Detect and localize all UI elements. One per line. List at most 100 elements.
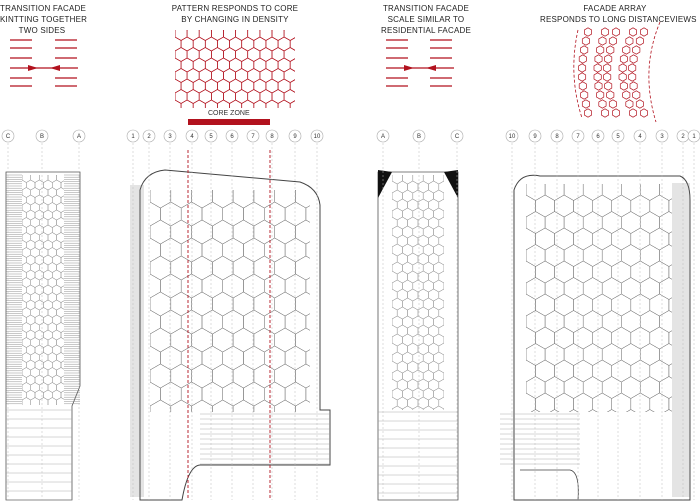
array-hex <box>619 81 628 91</box>
array-hex <box>625 36 634 46</box>
grid-label: C <box>455 134 460 140</box>
array-hex <box>604 54 613 64</box>
array-curve <box>648 21 661 123</box>
elevation-transition-right <box>377 170 459 501</box>
grid-label: 3 <box>168 134 172 140</box>
grid-bubble: 1 <box>687 129 700 143</box>
core-zone-label: CORE ZONE <box>208 110 250 117</box>
hex-pattern-transition <box>392 175 444 410</box>
array-hex <box>594 81 603 91</box>
grid-bubble-circle <box>505 129 519 143</box>
caption-line: TWO SIDES <box>18 26 66 35</box>
grid-label: 7 <box>576 134 580 140</box>
grid-label: 6 <box>596 134 600 140</box>
grid-label: 5 <box>209 134 213 140</box>
grid-bubble-circle <box>687 129 700 143</box>
array-hex <box>584 27 592 37</box>
arrow-left-icon <box>426 65 436 71</box>
slat-band-edge <box>672 183 690 497</box>
array-hex <box>601 108 609 118</box>
array-hex <box>580 45 589 55</box>
grid-bubble: 1 <box>126 129 140 143</box>
array-hex <box>629 54 638 64</box>
caption-line: KINTTING TOGETHER <box>0 15 88 24</box>
grid-bubble: 8 <box>265 129 279 143</box>
array-hex <box>593 72 602 82</box>
base-floors <box>6 409 72 501</box>
arrow-right-icon <box>404 65 414 71</box>
podium-curve <box>520 469 579 501</box>
core-zone-bar <box>188 119 270 125</box>
array-hex <box>581 36 590 46</box>
base-floors <box>378 411 458 494</box>
grid-bubble-circle <box>1 129 15 143</box>
hex-pattern-core <box>150 190 310 412</box>
slat-band-edge <box>130 185 144 497</box>
elevation-transition-left <box>5 171 81 501</box>
slat-band-right <box>64 174 80 404</box>
podium-lines <box>500 413 580 465</box>
grid-label: 2 <box>147 134 151 140</box>
array-hex <box>629 108 637 118</box>
grid-label: 10 <box>314 134 321 140</box>
hex-pattern-red <box>175 30 295 108</box>
grid-label: 4 <box>638 134 642 140</box>
grid-label: 3 <box>660 134 664 140</box>
grid-label: A <box>77 134 81 140</box>
arrow-right-icon <box>28 65 38 71</box>
hex-pattern-array <box>526 184 672 412</box>
caption-line: RESPONDS TO LONG DISTANCEVIEWS <box>540 15 697 24</box>
hex-pattern-narrow <box>22 175 64 405</box>
grid-bubble: 4 <box>633 129 647 143</box>
grid-bubble: 5 <box>611 129 625 143</box>
array-hex <box>619 54 628 64</box>
array-curve <box>573 29 583 119</box>
caption-pattern-density: PATTERN RESPONDS TO CORE BY CHANGING IN … <box>160 3 310 25</box>
array-hex <box>596 90 605 100</box>
array-hex <box>603 63 612 73</box>
caption-transition-scale: TRANSITION FACADE SCALE SIMILAR TO RESID… <box>380 3 472 36</box>
slat-band-left <box>6 174 22 404</box>
grid-label: 8 <box>270 134 274 140</box>
grid-label: 2 <box>681 134 685 140</box>
grid-bubble-circle <box>163 129 177 143</box>
arrow-left-icon <box>50 65 60 71</box>
grid-bubble-circle <box>35 129 49 143</box>
grid-bubble: 5 <box>204 129 218 143</box>
grid-label: 9 <box>533 134 537 140</box>
array-hex <box>578 63 587 73</box>
array-hex <box>622 45 631 55</box>
tower-outline <box>513 174 691 501</box>
grid-bubble: A <box>376 129 390 143</box>
array-hex <box>594 54 603 64</box>
caption-line: RESIDENTIAL FACADE <box>381 26 471 35</box>
tower-outline <box>139 169 331 501</box>
caption-line: TRANSITION FACADE <box>0 4 87 13</box>
array-hex <box>635 99 644 109</box>
grid-bubble: 10 <box>505 129 519 143</box>
caption-transition-knitting: TRANSITION FACADE KINTTING TOGETHER TWO … <box>0 3 88 36</box>
podium-lines <box>200 413 330 465</box>
caption-line: BY CHANGING IN DENSITY <box>181 15 289 24</box>
grid-bubble-circle <box>528 129 542 143</box>
array-hex <box>578 81 587 91</box>
array-hex <box>598 99 607 109</box>
grid-bubble: 2 <box>676 129 690 143</box>
caption-facade-array: FACADE ARRAY RESPONDS TO LONG DISTANCEVI… <box>540 3 697 25</box>
array-hex <box>606 90 615 100</box>
caption-line: FACADE ARRAY <box>583 4 647 13</box>
array-hex <box>593 63 602 73</box>
hex-density-pattern <box>175 30 295 108</box>
grid-bubble: 10 <box>310 129 324 143</box>
grid-bubble-circle <box>376 129 390 143</box>
grid-label: 6 <box>230 134 234 140</box>
array-hex <box>632 45 641 55</box>
elevation-core-facade <box>130 150 331 501</box>
array-hex <box>612 27 620 37</box>
grid-bubble: C <box>450 129 464 143</box>
grid-bubble: B <box>412 129 426 143</box>
grid-label: 1 <box>692 134 696 140</box>
knitting-lines-icon <box>10 39 78 87</box>
